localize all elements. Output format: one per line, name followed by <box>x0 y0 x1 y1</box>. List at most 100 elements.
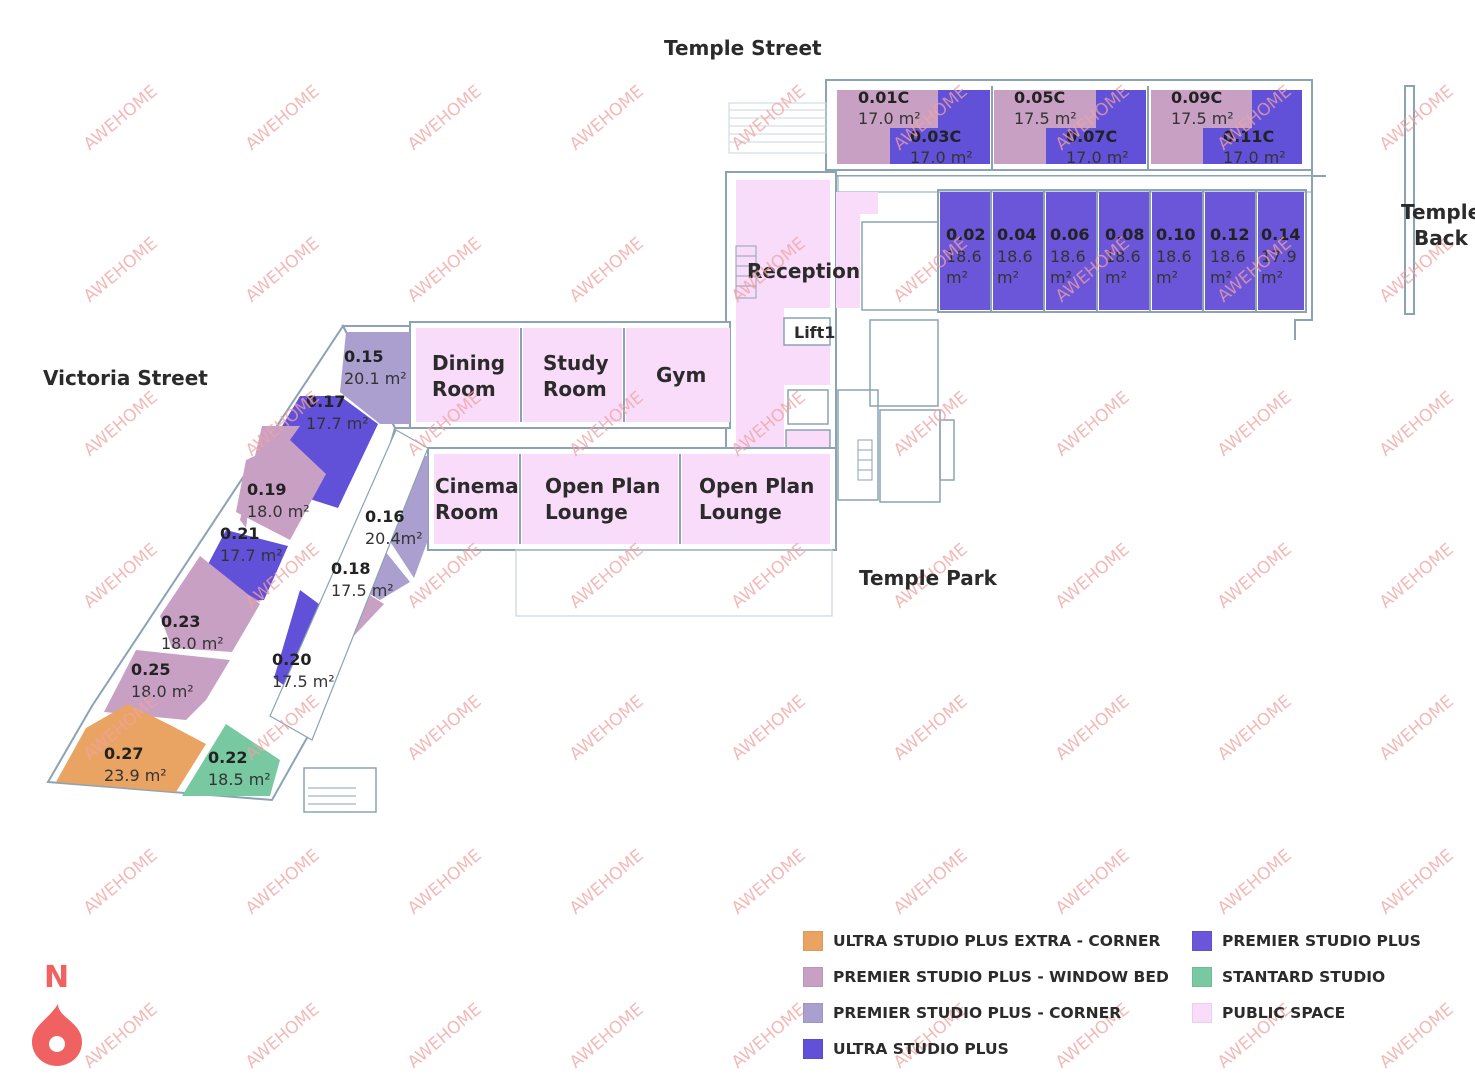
room-023-id: 0.23 <box>161 612 200 631</box>
room-016-area: 20.4m² <box>365 529 423 548</box>
legend-swatch <box>803 1003 823 1023</box>
watermark-text: AWEHOME <box>404 234 486 307</box>
north-arrow-icon <box>32 1004 82 1066</box>
room-002-id: 0.02 <box>946 225 985 244</box>
watermark-text: AWEHOME <box>80 540 162 613</box>
cinema-room-label-1: Cinema <box>435 474 519 498</box>
room-005c-id: 0.05C <box>1014 88 1065 107</box>
legend-item: ULTRA STUDIO PLUS EXTRA - CORNER <box>803 930 1160 952</box>
room-005c-area: 17.5 m² <box>1014 109 1077 128</box>
room-022[interactable] <box>182 724 280 796</box>
room-015-area: 20.1 m² <box>344 369 407 388</box>
study-room-label-2: Room <box>543 377 607 401</box>
room-014-id: 0.14 <box>1261 225 1300 244</box>
watermark-text: AWEHOME <box>1052 846 1134 919</box>
watermark-text: AWEHOME <box>566 692 648 765</box>
room-006-id: 0.06 <box>1050 225 1089 244</box>
room-018-id: 0.18 <box>331 559 370 578</box>
legend-item: ULTRA STUDIO PLUS <box>803 1038 1009 1060</box>
room-014[interactable] <box>1258 192 1304 310</box>
watermark-text: AWEHOME <box>80 388 162 461</box>
street-label-temple-back-2: Back <box>1414 226 1468 250</box>
watermark-text: AWEHOME <box>1214 540 1296 613</box>
room-007c-area: 17.0 m² <box>1066 148 1129 167</box>
street-label-temple-park: Temple Park <box>859 566 997 590</box>
room-003c-id: 0.03C <box>910 127 961 146</box>
study-room[interactable] <box>523 328 622 422</box>
room-020-id: 0.20 <box>272 650 311 669</box>
legend-swatch <box>1192 1003 1212 1023</box>
room-004-area: 18.6 <box>997 247 1033 266</box>
room-002[interactable] <box>940 192 990 310</box>
legend-label: PUBLIC SPACE <box>1222 1004 1346 1022</box>
temple-back-wall <box>1404 85 1415 315</box>
watermark-text: AWEHOME <box>242 82 324 155</box>
room-014-area: 17.9 <box>1261 247 1297 266</box>
gym[interactable] <box>626 328 730 422</box>
room-025[interactable] <box>104 650 230 720</box>
watermark-text: AWEHOME <box>404 1000 486 1073</box>
watermark-text: AWEHOME <box>566 846 648 919</box>
legend-item: PREMIER STUDIO PLUS <box>1192 930 1421 952</box>
watermark-text: AWEHOME <box>890 846 972 919</box>
room-017-id: 0.17 <box>306 392 345 411</box>
watermark-text: AWEHOME <box>1214 846 1296 919</box>
room-018-area: 17.5 m² <box>331 581 394 600</box>
room-003c[interactable] <box>890 90 990 164</box>
room-006[interactable] <box>1046 192 1096 310</box>
room-001c[interactable] <box>837 90 938 164</box>
room-011c[interactable] <box>1203 90 1302 164</box>
legend-swatch <box>803 967 823 987</box>
watermark-text: AWEHOME <box>1052 540 1134 613</box>
cinema-room-label-2: Room <box>435 500 499 524</box>
public-labels: Dining Room Study Room Gym Reception Lif… <box>432 259 860 524</box>
room-005c[interactable] <box>994 90 1096 164</box>
cinema-room[interactable] <box>434 454 518 544</box>
room-004-unit: m² <box>997 268 1019 287</box>
room-015[interactable] <box>340 332 410 424</box>
room-019[interactable] <box>236 440 326 540</box>
room-012-unit: m² <box>1210 268 1232 287</box>
room-016[interactable] <box>376 456 428 578</box>
north-wing <box>728 79 1415 340</box>
room-012[interactable] <box>1205 192 1255 310</box>
room-016-id: 0.16 <box>365 507 404 526</box>
open-plan-lounge-2[interactable] <box>682 454 830 544</box>
room-027-area: 23.9 m² <box>104 766 167 785</box>
room-010[interactable] <box>1152 192 1202 310</box>
room-004[interactable] <box>993 192 1043 310</box>
room-008[interactable] <box>1099 192 1149 310</box>
legend-label: PREMIER STUDIO PLUS <box>1222 932 1421 950</box>
room-002-unit: m² <box>946 268 968 287</box>
watermark-text: AWEHOME <box>890 692 972 765</box>
watermark-text: AWEHOME <box>80 234 162 307</box>
room-007c[interactable] <box>1046 90 1146 164</box>
north-compass-label: N <box>44 960 70 995</box>
room-010-unit: m² <box>1156 268 1178 287</box>
watermark-text: AWEHOME <box>1376 1000 1458 1073</box>
watermark-text: AWEHOME <box>1376 540 1458 613</box>
south-row <box>937 189 1307 313</box>
room-023[interactable] <box>160 556 260 652</box>
watermark-text: AWEHOME <box>728 846 810 919</box>
watermark-text: AWEHOME <box>80 82 162 155</box>
reception[interactable] <box>736 180 830 308</box>
room-009c[interactable] <box>1151 90 1252 164</box>
room-006-unit: m² <box>1050 268 1072 287</box>
dining-room[interactable] <box>416 328 519 422</box>
room-011c-id: 0.11C <box>1223 127 1274 146</box>
watermark-text: AWEHOME <box>566 82 648 155</box>
room-012-area: 18.6 <box>1210 247 1246 266</box>
open-plan-lounge-1[interactable] <box>522 454 678 544</box>
legend-item: PREMIER STUDIO PLUS - CORNER <box>803 1002 1121 1024</box>
reception-label: Reception <box>747 259 860 283</box>
room-027[interactable] <box>56 704 206 792</box>
lift[interactable] <box>783 317 831 346</box>
room-008-area: 18.6 <box>1105 247 1141 266</box>
room-021-area: 17.7 m² <box>220 546 283 565</box>
room-027-id: 0.27 <box>104 744 143 763</box>
watermark-text: AWEHOME <box>1214 388 1296 461</box>
room-007c-id: 0.07C <box>1066 127 1117 146</box>
room-020-area: 17.5 m² <box>272 672 335 691</box>
